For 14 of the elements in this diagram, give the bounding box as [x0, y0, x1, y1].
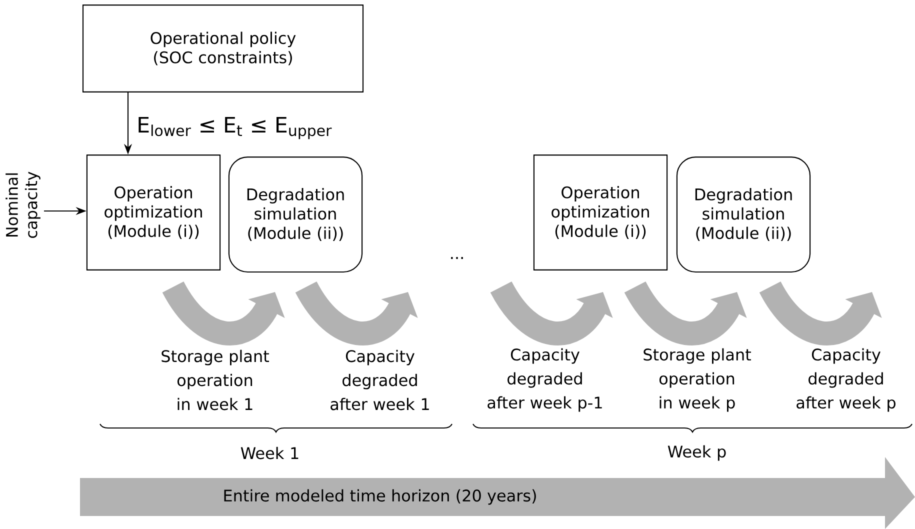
- stage-label: Capacity degraded after week 1: [330, 350, 429, 410]
- module-box: Degradation simulation (Module (ii)): [676, 156, 811, 272]
- module-box: Degradation simulation (Module (ii)): [228, 156, 363, 272]
- stage-label: Storage plant operation in week 1: [162, 350, 270, 410]
- stage-label: Capacity degraded after week p-1: [488, 348, 602, 412]
- module-box: Operation optimization (Module (i)): [86, 154, 221, 270]
- stage-label: Storage plant operation in week p: [644, 348, 752, 412]
- ellipsis: ...: [451, 257, 463, 259]
- week-label: Week 1: [240, 446, 298, 460]
- policy-box: Operational policy (SOC constraints): [82, 4, 364, 92]
- input-label: Nominal capacity: [6, 172, 40, 238]
- stage-label: Capacity degraded after week p: [796, 348, 896, 412]
- edge-label: E$_{lower}$ ≤ E$_{t}$ ≤ E$_{upper}$: [138, 116, 332, 140]
- module-box: Operation optimization (Module (i)): [533, 154, 668, 270]
